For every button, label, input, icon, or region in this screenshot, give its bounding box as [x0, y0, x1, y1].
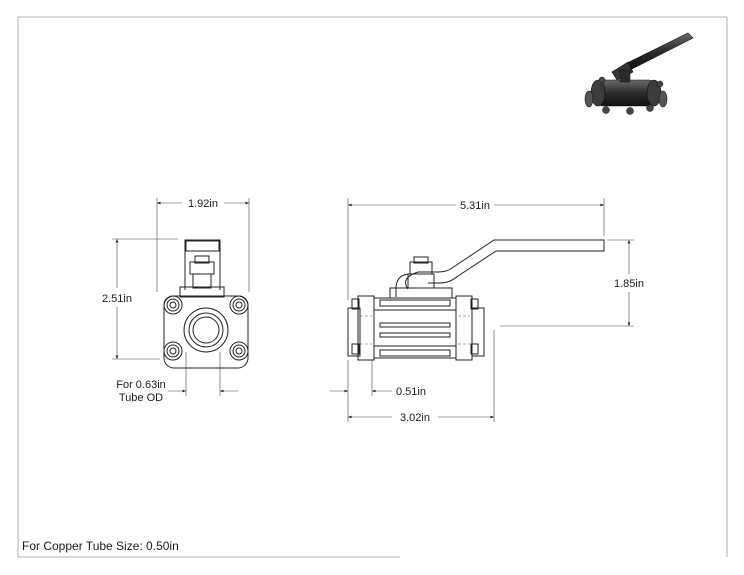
valve-side-view: [347, 239, 605, 361]
dim-front-height: [112, 238, 178, 360]
dim-front-height-label: 2.51in: [102, 293, 132, 305]
dim-tube-od-line1: For 0.63in: [116, 379, 166, 391]
dim-body-length: [348, 330, 495, 422]
dim-end-length-label: 0.51in: [396, 386, 426, 398]
dim-front-width-label: 1.92in: [188, 198, 218, 210]
valve-3d-thumbnail: [584, 32, 694, 115]
footer-tube-size: For Copper Tube Size: 0.50in: [22, 539, 179, 553]
dim-front-width: [156, 198, 250, 292]
dim-handle-height-label: 1.85in: [614, 278, 644, 290]
sheet-border: [17, 16, 728, 558]
dim-end-length: [330, 360, 392, 422]
dim-body-length-label: 3.02in: [400, 412, 430, 424]
dim-overall-length-label: 5.31in: [460, 200, 490, 212]
dim-handle-height: [500, 239, 634, 327]
dim-tube-od-line2: Tube OD: [119, 392, 163, 404]
dim-overall-length: [347, 198, 605, 300]
dim-tube-od: [168, 352, 238, 396]
valve-front-view: [163, 239, 249, 369]
